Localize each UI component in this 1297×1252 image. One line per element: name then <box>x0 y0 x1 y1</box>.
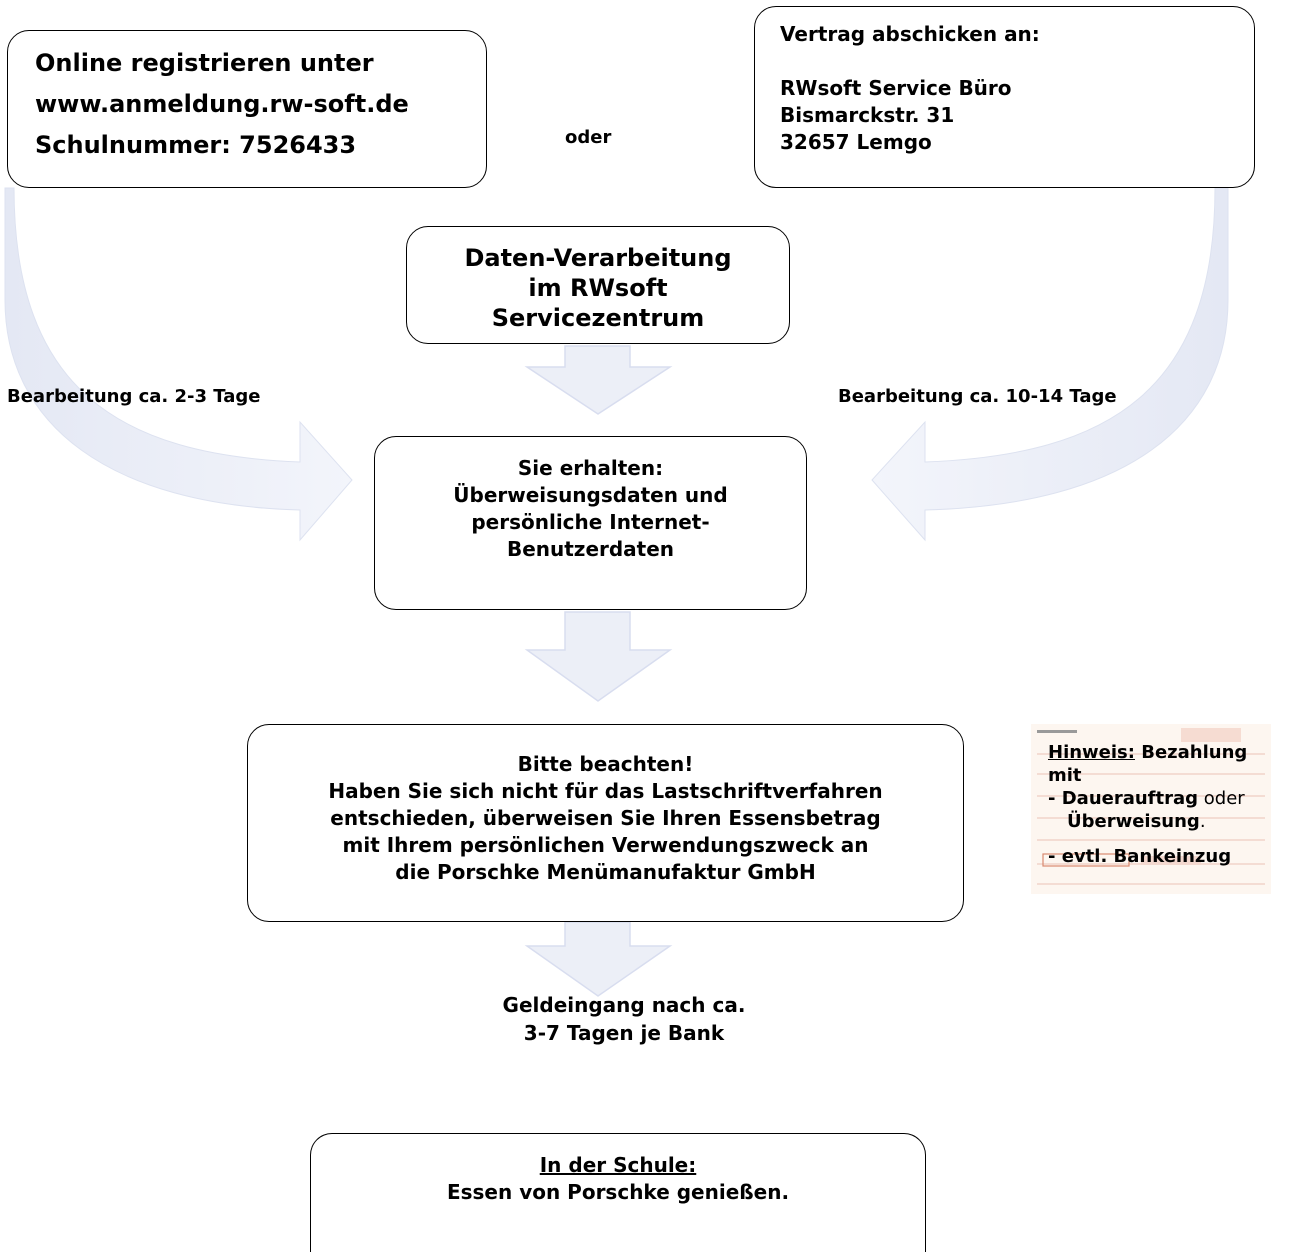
curved-arrow-right <box>871 187 1229 542</box>
transfer-form-icon <box>1031 724 1271 894</box>
hinweis-line-2: mit <box>1048 765 1082 786</box>
erhalten-line-3: persönliche Internet- <box>471 510 710 534</box>
payment-note: Hinweis: Bezahlung mit - Dauerauftrag od… <box>1048 741 1247 868</box>
down-arrow-1 <box>524 345 673 415</box>
down-arrow-2 <box>524 611 673 702</box>
contract-address-box: Vertrag abschicken an: RWsoft Service Bü… <box>754 6 1255 188</box>
daten-line-1: Daten-Verarbeitung <box>464 244 732 272</box>
hinweis-line-5: - evtl. Bankeinzug <box>1048 846 1232 867</box>
down-arrow-3 <box>524 921 673 997</box>
beachten-line-5: die Porschke Menümanufaktur GmbH <box>395 860 816 884</box>
beachten-line-2: Haben Sie sich nicht für das Lastschrift… <box>328 779 883 803</box>
hinweis-line-3: - Dauerauftrag oder <box>1048 787 1247 810</box>
schule-heading: In der Schule: <box>539 1153 697 1177</box>
geld-line-1: Geldeingang nach ca. <box>502 993 746 1017</box>
period: . <box>1199 811 1206 832</box>
dauerauftrag-label: - Dauerauftrag <box>1048 788 1199 809</box>
school-number: Schulnummer: 7526433 <box>35 131 357 159</box>
erhalten-line-4: Benutzerdaten <box>506 537 675 561</box>
oder-word: oder <box>1198 788 1245 809</box>
daten-line-3: Servicezentrum <box>491 304 705 332</box>
address-name: RWsoft Service Büro <box>780 76 1012 100</box>
oder-label: oder <box>565 127 612 148</box>
please-note-box: Bitte beachten! Haben Sie sich nicht für… <box>247 724 964 922</box>
geld-line-2: 3-7 Tagen je Bank <box>523 1021 725 1045</box>
you-receive-box: Sie erhalten: Überweisungsdaten und pers… <box>374 436 807 610</box>
hinweis-label: Hinweis: <box>1048 742 1135 763</box>
daten-line-2: im RWsoft <box>528 274 668 302</box>
beachten-line-4: mit Ihrem persönlichen Verwendungszweck … <box>342 833 869 857</box>
online-url: www.anmeldung.rw-soft.de <box>35 90 409 118</box>
data-processing-box: Daten-Verarbeitung im RWsoft Servicezent… <box>406 226 790 344</box>
beachten-heading: Bitte beachten! <box>517 752 694 776</box>
hinweis-line-1: Hinweis: Bezahlung <box>1048 741 1247 764</box>
erhalten-line-1: Sie erhalten: <box>517 456 664 480</box>
curved-arrow-left <box>4 187 353 542</box>
hinweis-rest: Bezahlung <box>1134 742 1248 763</box>
payment-form-image <box>1031 724 1271 894</box>
online-registration-box: Online registrieren unter www.anmeldung.… <box>7 30 487 188</box>
erhalten-line-2: Überweisungsdaten und <box>453 483 728 507</box>
processing-time-post: Bearbeitung ca. 10-14 Tage <box>838 386 1117 407</box>
processing-time-online: Bearbeitung ca. 2-3 Tage <box>7 386 261 407</box>
address-street: Bismarckstr. 31 <box>780 103 955 127</box>
spacer <box>780 48 1254 75</box>
contract-heading: Vertrag abschicken an: <box>780 22 1040 46</box>
address-city: 32657 Lemgo <box>780 130 932 154</box>
online-line-1: Online registrieren unter <box>35 49 374 77</box>
schule-line-2: Essen von Porschke genießen. <box>446 1180 790 1204</box>
hinweis-line-4: Überweisung. <box>1048 810 1247 833</box>
at-school-box: In der Schule: Essen von Porschke genieß… <box>310 1133 926 1252</box>
ueberweisung-label: Überweisung <box>1067 811 1200 832</box>
beachten-line-3: entschieden, überweisen Sie Ihren Essens… <box>330 806 881 830</box>
money-receipt-note: Geldeingang nach ca. 3-7 Tagen je Bank <box>440 991 808 1047</box>
